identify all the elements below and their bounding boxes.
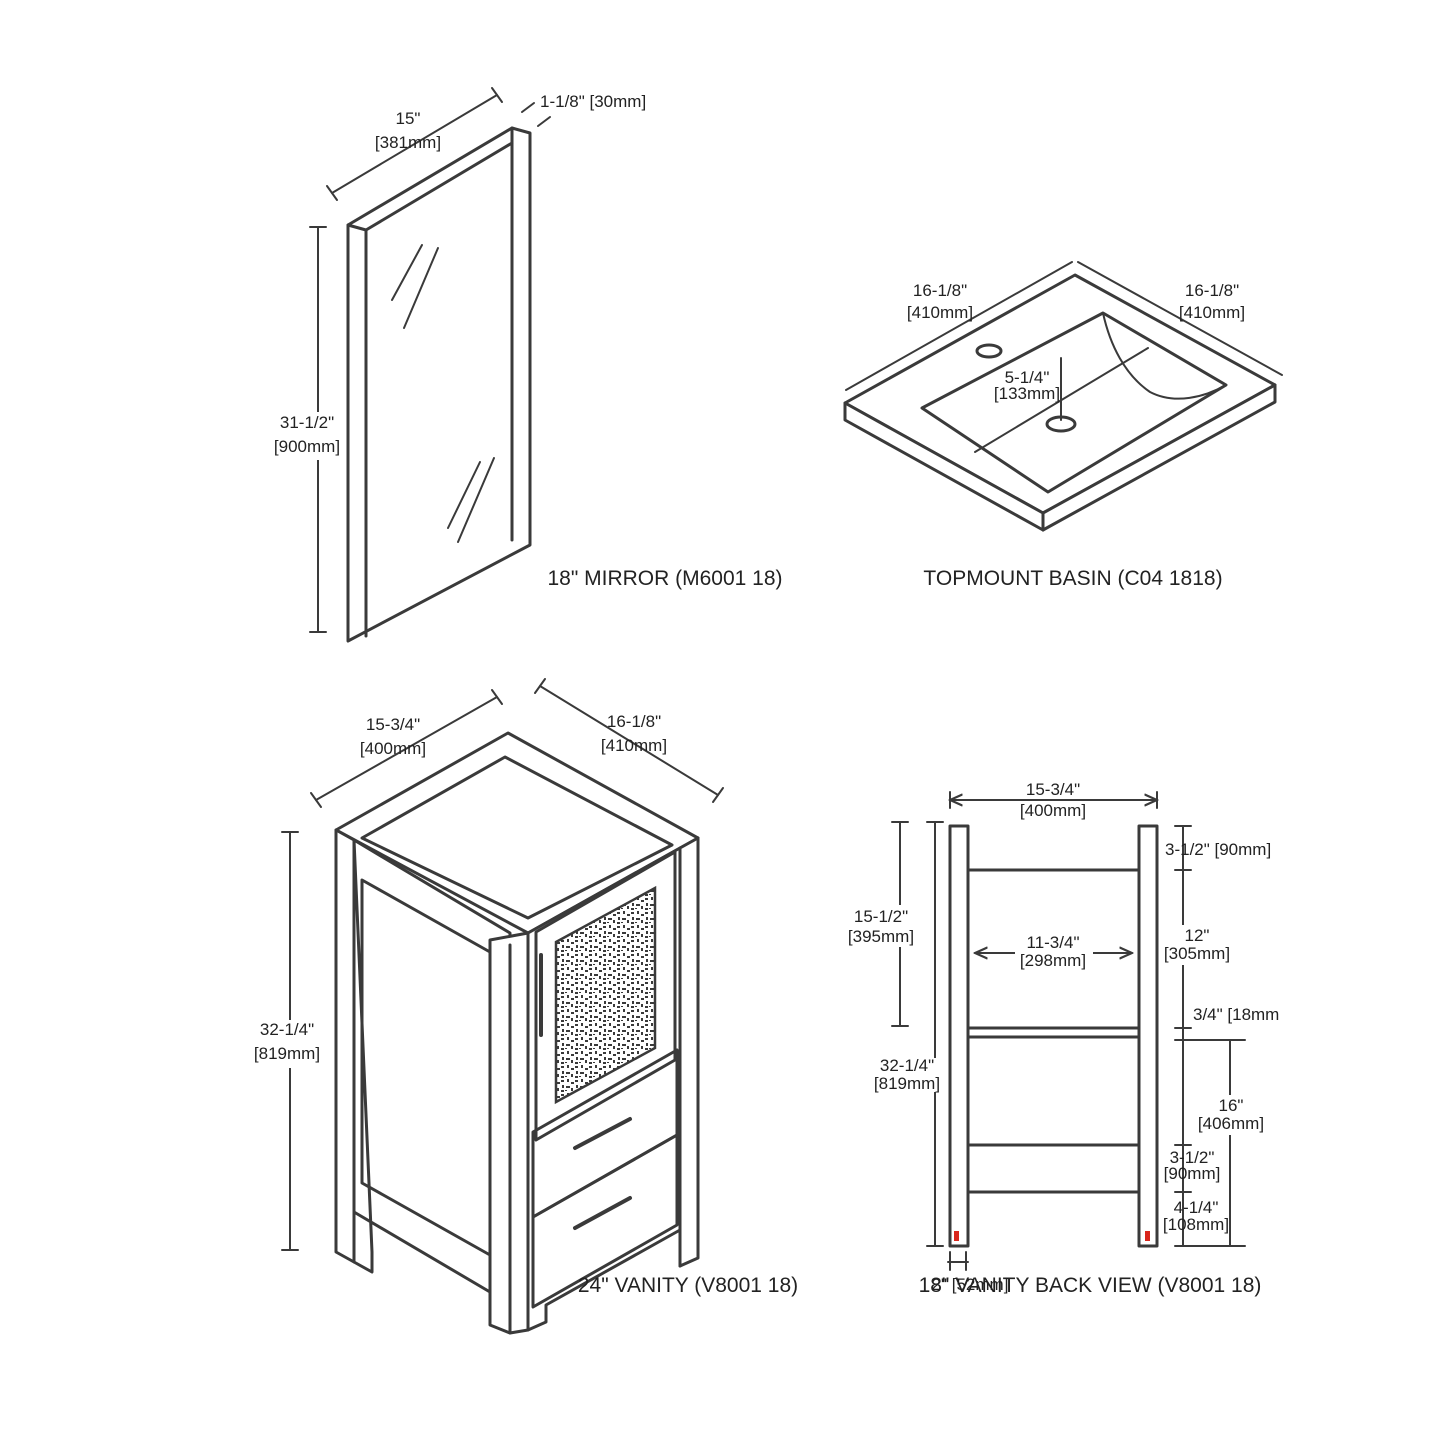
right-foot-marker [1145,1231,1150,1241]
back-opening-in: 12" [1185,926,1210,945]
mirror-width-mm: [381mm] [375,133,441,152]
vanity-drawing [334,731,700,1335]
back-foot: 2" [52mm] [932,1275,1009,1294]
basin-drawing [843,273,1277,532]
basin-dimension-lines [845,261,1283,391]
back-view-drawing [948,824,1159,1248]
back-inner-in: 11-3/4" [1027,933,1080,952]
back-bottom-rail-in: 3-1/2" [1170,1148,1215,1167]
back-leg-in: 4-1/4" [1174,1198,1219,1217]
mirror-height-in: 31-1/2" [280,413,334,432]
back-upper-in: 15-1/2" [854,907,908,926]
vanity-height-mm: [819mm] [254,1044,320,1063]
left-foot-marker [954,1231,959,1241]
back-leg-mm: [108mm] [1163,1215,1229,1234]
back-upper-mm: [395mm] [848,927,914,946]
back-lower-in: 16" [1219,1096,1244,1115]
back-width-mm: [400mm] [1020,801,1086,820]
basin-bowl-in: 5-1/4" [1005,368,1050,387]
mirror-width-in: 15" [396,109,421,128]
basin-depth-mm: [410mm] [1179,303,1245,322]
mirror-depth: 1-1/8" [30mm] [540,92,646,111]
vanity-depth-in: 16-1/8" [607,712,661,731]
vanity-caption: 24" VANITY (V8001 18) [578,1274,798,1297]
basin-width-in: 16-1/8" [913,281,967,300]
vanity-depth-mm: [410mm] [601,736,667,755]
vanity-width-mm: [400mm] [360,739,426,758]
back-opening-mm: [305mm] [1164,944,1230,963]
mirror-caption: 18" MIRROR (M6001 18) [547,567,782,590]
vanity-width-in: 15-3/4" [366,715,420,734]
basin-caption: TOPMOUNT BASIN (C04 1818) [923,567,1222,590]
back-height-in: 32-1/4" [880,1056,934,1075]
mirror-drawing [346,126,532,643]
back-lower-mm: [406mm] [1198,1114,1264,1133]
back-inner-mm: [298mm] [1020,951,1086,970]
basin-depth-in: 16-1/8" [1185,281,1239,300]
mirror-height-mm: [900mm] [274,437,340,456]
back-bottom-rail-mm: [90mm] [1164,1164,1221,1183]
back-view-caption: 18" VANITY BACK VIEW (V8001 18) [919,1274,1262,1297]
basin-width-mm: [410mm] [907,303,973,322]
basin-bowl-mm: [133mm] [994,384,1060,403]
vanity-height-in: 32-1/4" [260,1020,314,1039]
back-height-mm: [819mm] [874,1074,940,1093]
back-top-rail: 3-1/2" [90mm] [1165,840,1271,859]
back-shelf: 3/4" [18mm [1193,1005,1279,1024]
back-width-in: 15-3/4" [1026,780,1080,799]
